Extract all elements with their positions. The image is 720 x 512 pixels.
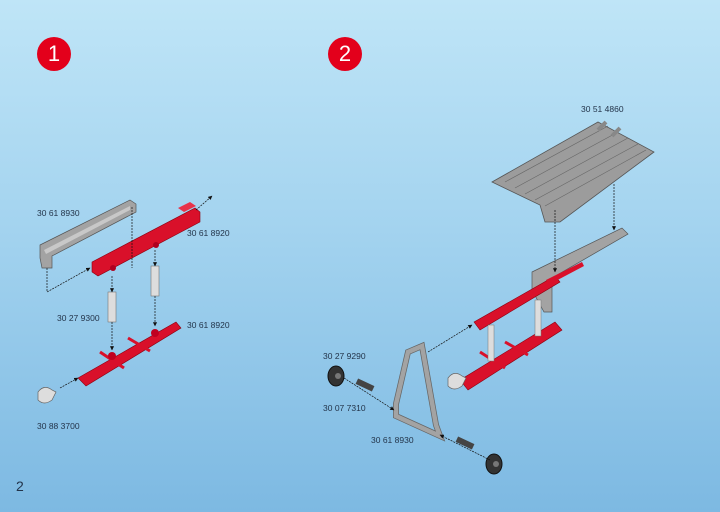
grey-rail-step2 [531,227,629,313]
connector-left [107,291,117,323]
red-beam-step2 [447,262,584,391]
connector-right [150,265,160,297]
red-beam-lower [77,321,182,387]
step-2-badge: 2 [328,37,362,71]
wheel-right [485,453,503,475]
coupling-part [37,387,57,404]
grey-rail-part [39,199,137,269]
wheel-left [327,365,345,387]
part-label: 30 61 8920 [187,228,230,238]
part-label: 30 27 9290 [323,351,366,361]
part-label: 30 61 8930 [371,435,414,445]
red-beam-upper [91,202,201,277]
axle-right [455,436,475,450]
axle-left [355,378,375,392]
part-label: 30 27 9300 [57,313,100,323]
part-label: 30 88 3700 [37,421,80,431]
page-number: 2 [16,478,24,494]
part-label: 30 07 7310 [323,403,366,413]
part-label: 30 51 4860 [581,104,624,114]
part-label: 30 61 8920 [187,320,230,330]
step-1-badge: 1 [37,37,71,71]
part-label: 30 61 8930 [37,208,80,218]
grey-deck-part [491,120,655,223]
a-frame-part [393,341,446,442]
